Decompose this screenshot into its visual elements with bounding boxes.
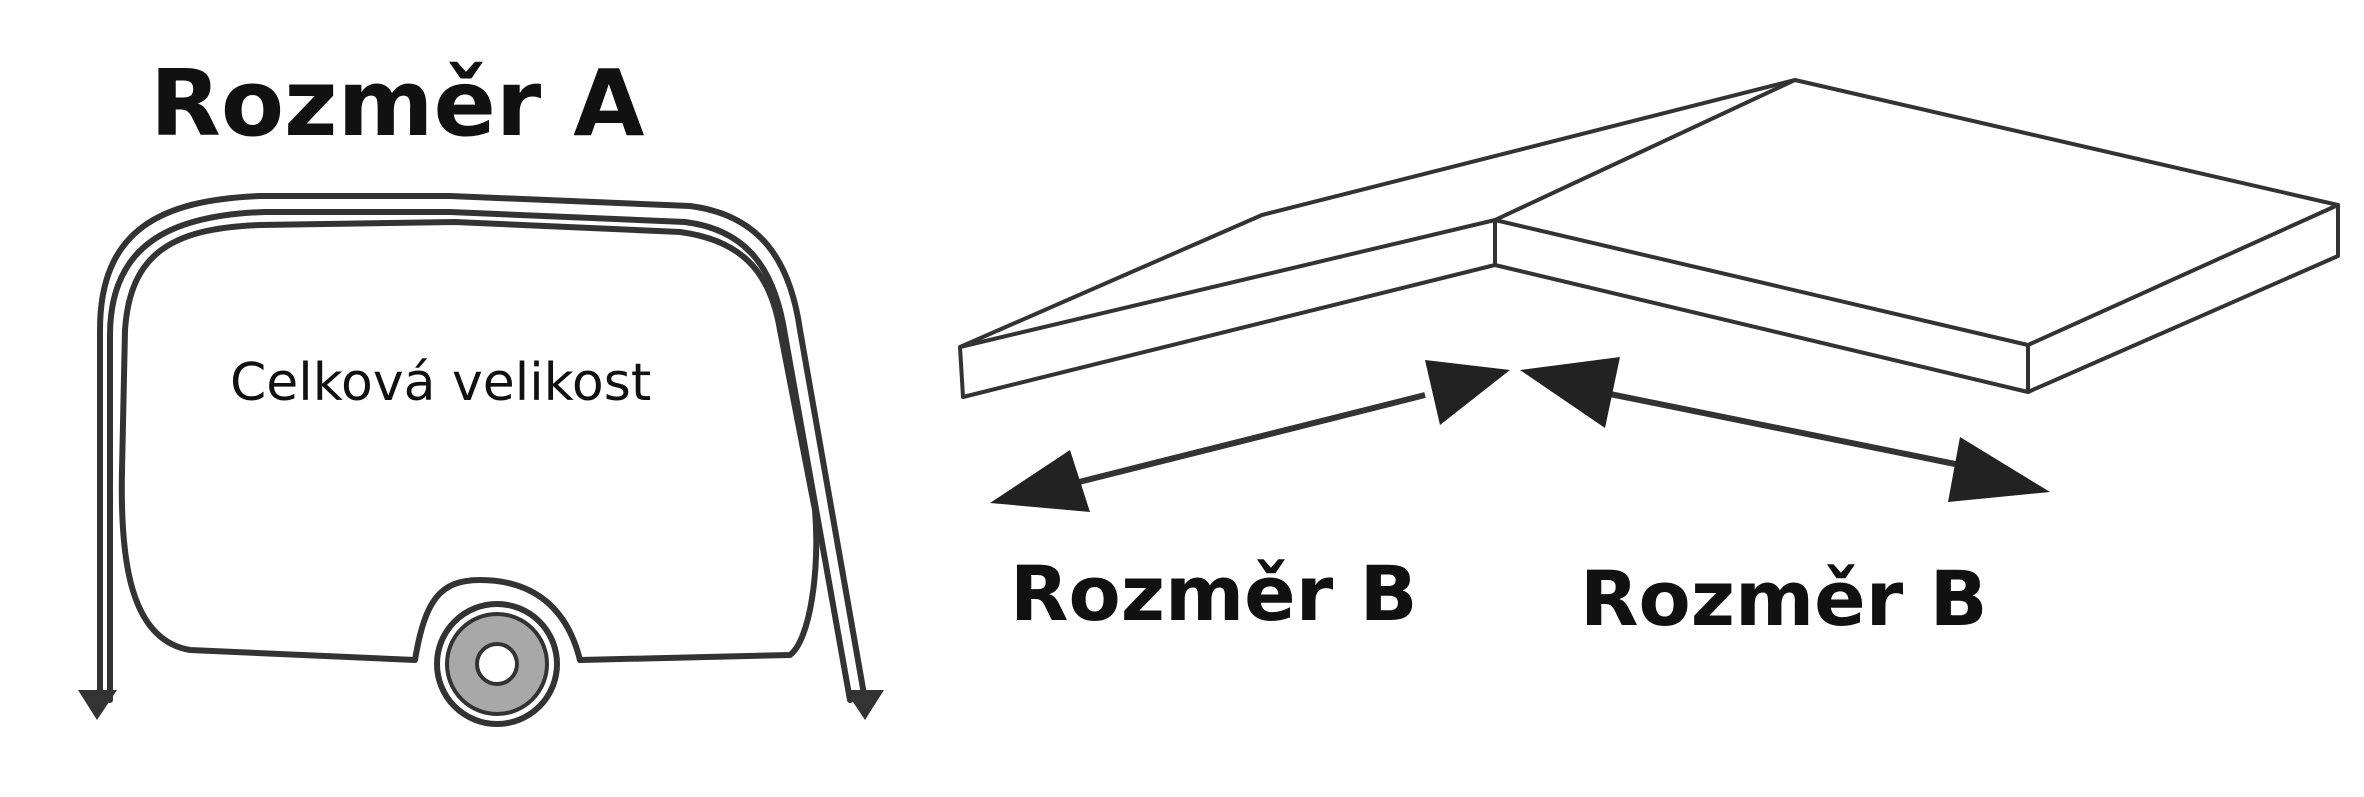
arrow-head-left-icon (990, 450, 1090, 512)
roof-ridge-line (1494, 78, 1796, 222)
awning-roof-figure (958, 78, 2340, 399)
arrow-down-left-icon (78, 690, 117, 720)
wheel-icon (434, 601, 560, 727)
roof-left-edge (958, 220, 1497, 399)
roof-side-edge (2027, 205, 2340, 394)
overall-size-label: Celková velikost (230, 353, 651, 413)
dimension-b-right-arrow (1520, 357, 2050, 502)
roof-top-surface (958, 78, 2340, 349)
arrow-head-right-icon (1425, 360, 1510, 425)
caravan-body (118, 219, 820, 663)
arrow-head-right-icon (1948, 437, 2050, 502)
arrow-down-right-icon (845, 690, 884, 720)
caravan-figure (97, 193, 868, 703)
dimension-a-title: Rozměr A (150, 50, 644, 157)
awning-frame-outer (97, 193, 868, 703)
arrow-head-left-icon (1520, 357, 1620, 428)
dimension-b-left-arrow (990, 360, 1510, 512)
awning-frame-inner (107, 209, 853, 703)
dimension-b-right-label: Rozměr B (1580, 554, 1988, 643)
dimension-b-left-label: Rozměr B (1010, 549, 1418, 638)
